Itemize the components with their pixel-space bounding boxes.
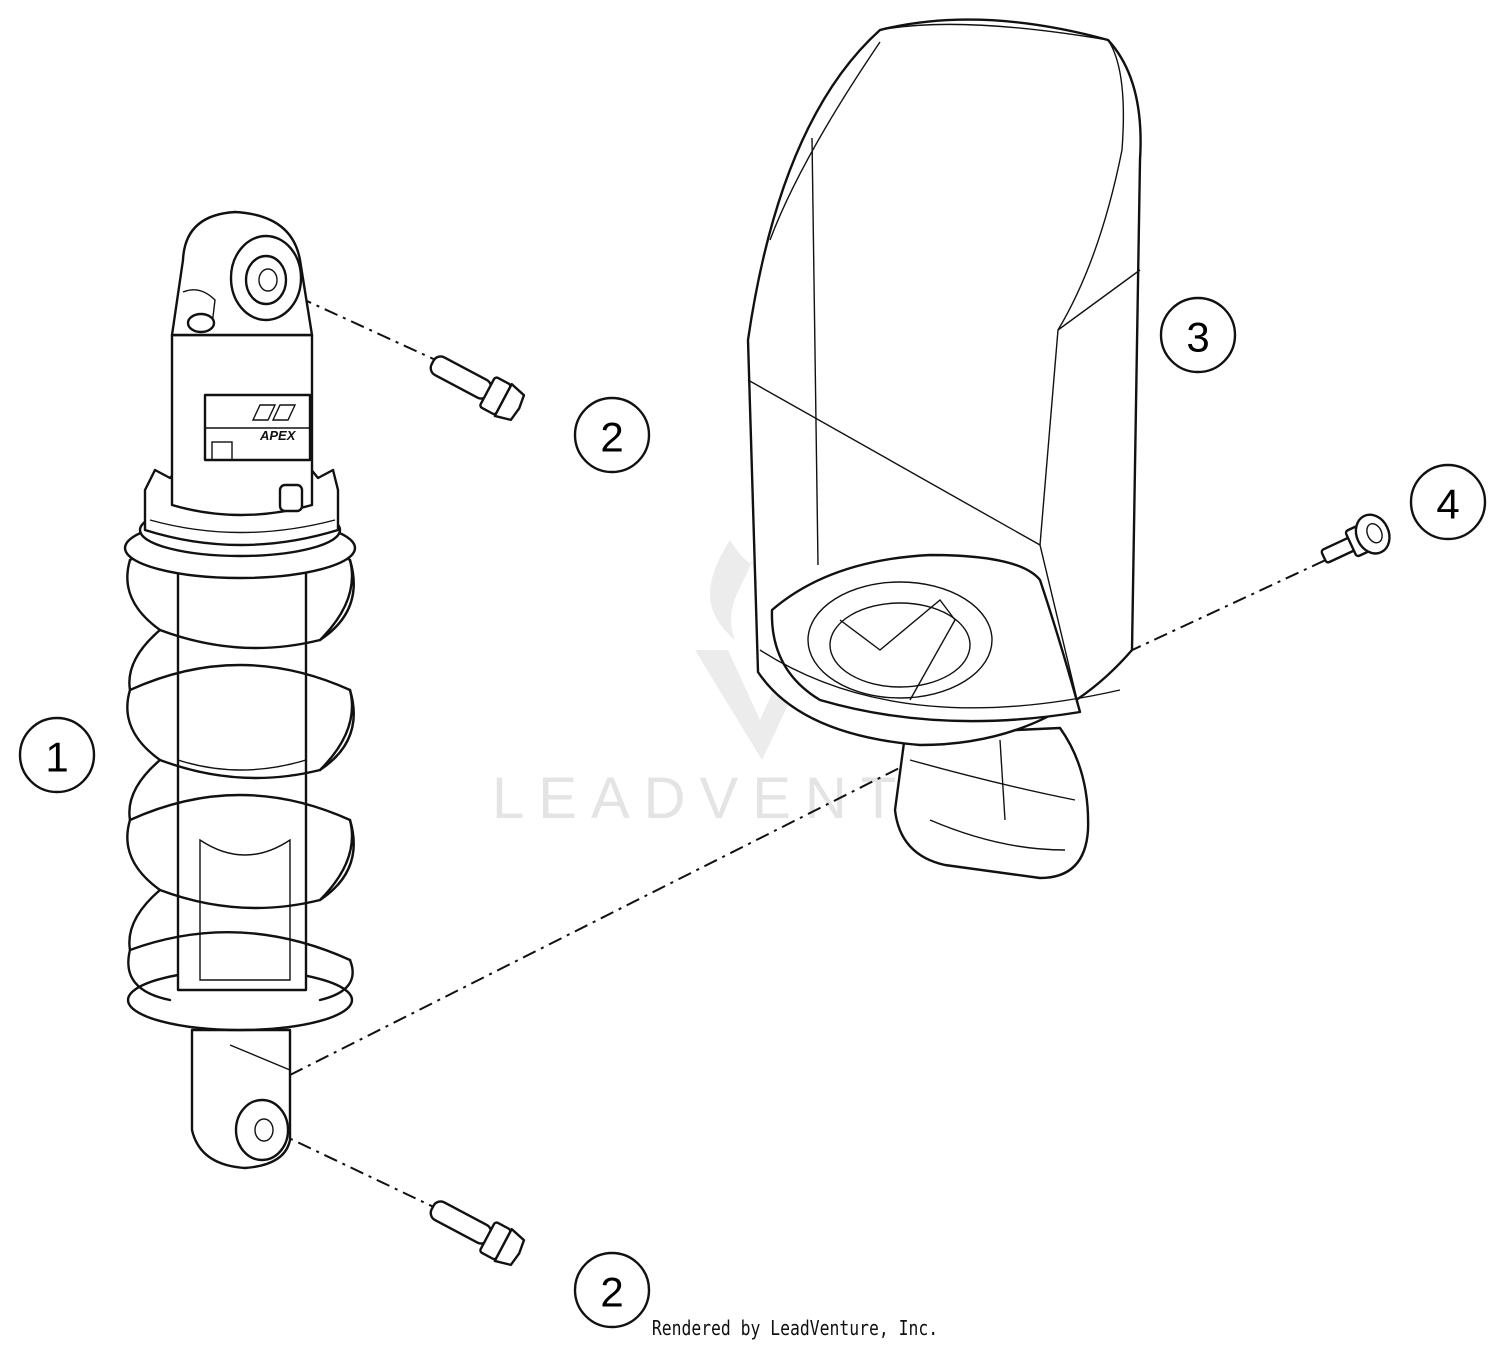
callout-2-upper: 2 (573, 396, 651, 474)
callout-1: 1 (18, 716, 96, 794)
bolt-upper-part (429, 355, 526, 422)
callout-3-number: 3 (1186, 314, 1209, 361)
callout-1-circle (18, 716, 96, 794)
callout-2-lower-circle (573, 1251, 651, 1329)
shock-absorber-part: APEX (123, 210, 357, 1170)
callout-3: 3 (1159, 296, 1237, 374)
shock-brand-label: APEX (259, 428, 297, 443)
callout-2-upper-circle (573, 396, 651, 474)
callout-4-circle (1409, 463, 1487, 541)
callout-2-lower-number: 2 (600, 1269, 623, 1316)
callout-3-circle (1159, 296, 1237, 374)
callout-2-lower: 2 (573, 1251, 651, 1329)
bolt-lower-part (429, 1200, 526, 1267)
callout-2-upper-number: 2 (600, 414, 623, 461)
footer-credit: Rendered by LeadVenture, Inc. (651, 1316, 939, 1340)
callout-4: 4 (1409, 463, 1487, 541)
callout-1-number: 1 (45, 734, 68, 781)
spring-coils (126, 528, 355, 1002)
callout-4-number: 4 (1436, 481, 1459, 528)
mud-guard-part (746, 18, 1142, 880)
screw-part (1320, 513, 1391, 564)
